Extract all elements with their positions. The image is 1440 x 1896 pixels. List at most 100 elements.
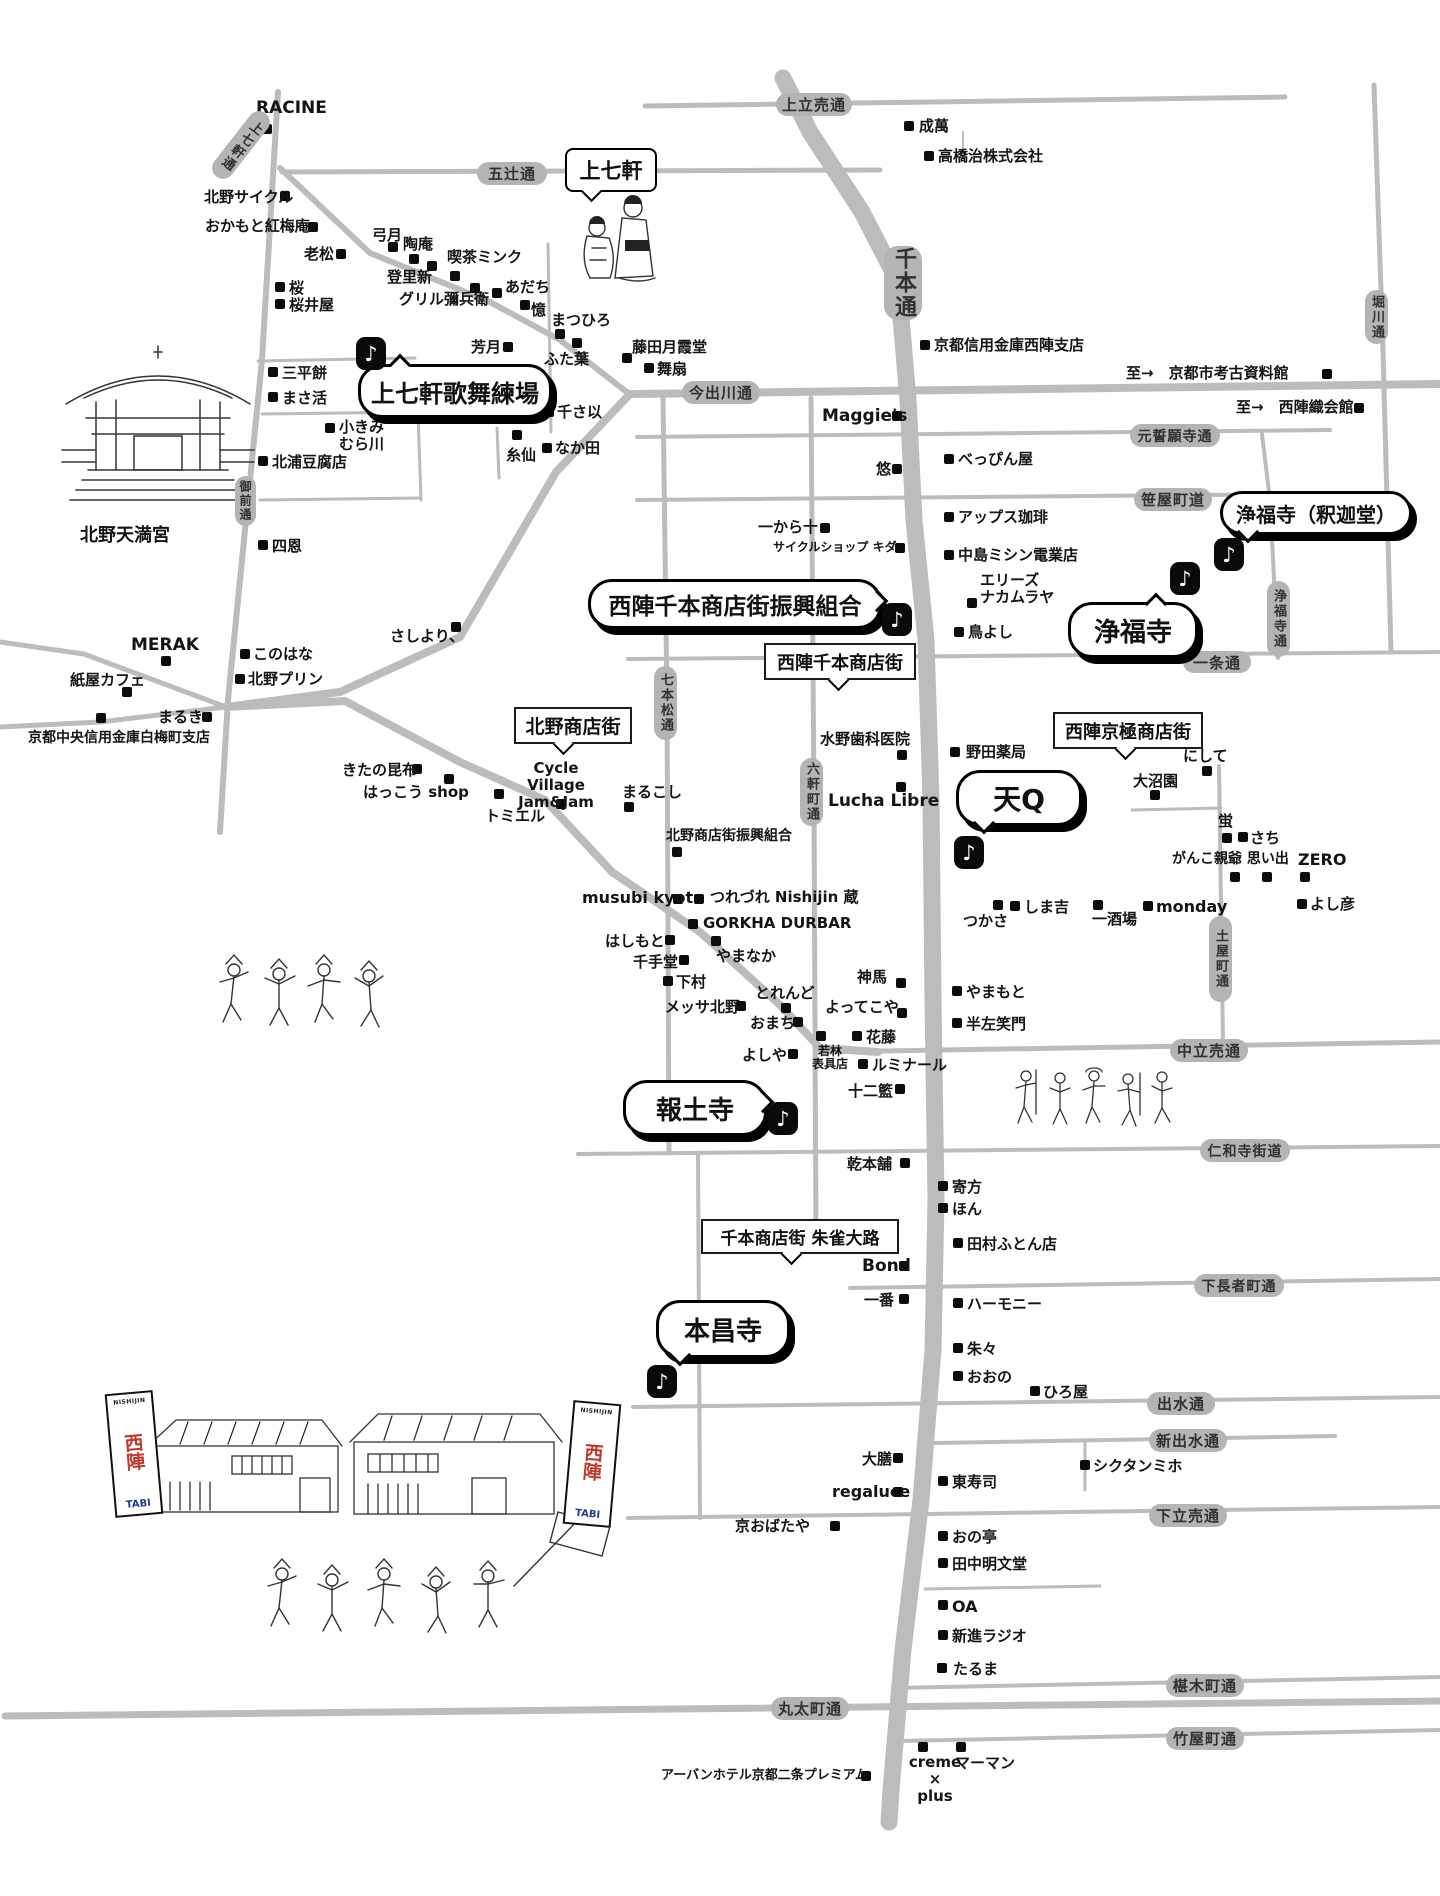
shop-dot xyxy=(624,802,634,812)
shop-dot xyxy=(1030,1386,1040,1396)
shop-label: 花藤 xyxy=(866,1028,897,1046)
shop-label-line: むら川 xyxy=(339,434,385,453)
road-line xyxy=(256,356,417,363)
shop-dot xyxy=(993,900,1003,910)
road-line xyxy=(258,496,422,502)
festival-dancers-illustration xyxy=(219,953,384,1028)
shop-dot xyxy=(952,986,962,996)
banner-text-bottom: TABI xyxy=(574,1507,601,1521)
shop-label: Maggie's xyxy=(822,406,908,426)
shop-dot xyxy=(275,282,285,292)
shop-dot xyxy=(96,713,106,723)
shop-label: ルミナール xyxy=(872,1056,948,1074)
shop-dot xyxy=(444,774,454,784)
landmark-bubble: 上七軒 xyxy=(565,148,657,192)
landmark-bubble: 西陣千本商店街振興組合 xyxy=(588,579,882,629)
shop-label: おの亭 xyxy=(952,1528,998,1546)
street-pill: 上七軒通 xyxy=(207,106,275,184)
shop-label: 舞扇 xyxy=(657,360,688,378)
shop-dot xyxy=(893,1487,903,1497)
shop-label: 田中明文堂 xyxy=(952,1555,1028,1573)
shop-label-line: 小きみ xyxy=(339,418,385,436)
shop-label: 京都中央信用金庫白梅町支店 xyxy=(28,730,210,746)
shop-dot xyxy=(944,512,954,522)
shop-dot xyxy=(520,300,530,310)
landmark-bubble: 上七軒歌舞練場 xyxy=(358,364,552,418)
shop-dot xyxy=(830,1521,840,1531)
geisha-illustration xyxy=(583,195,656,282)
shop-label: 桜井屋 xyxy=(289,296,335,314)
shop-dot xyxy=(672,847,682,857)
shop-label-line: plus xyxy=(917,1786,953,1805)
road-line xyxy=(1371,82,1394,655)
shop-label: RACINE xyxy=(256,98,327,118)
shop-label: 老松 xyxy=(304,245,335,263)
shop-label: 至→ 京都市考古資料館 xyxy=(1126,364,1289,382)
street-pill: 浄福寺通 xyxy=(1267,581,1290,657)
shop-dot xyxy=(820,523,830,533)
landmark-bubble: 報土寺 xyxy=(623,1080,767,1136)
shop-dot xyxy=(665,935,675,945)
shop-dot xyxy=(544,407,554,417)
street-pill: 丸太町通 xyxy=(771,1697,849,1720)
road-line xyxy=(222,696,882,1056)
street-pill: 椹木町通 xyxy=(1166,1674,1244,1697)
shrine-gate-illustration xyxy=(61,345,255,501)
shop-dot xyxy=(202,712,212,722)
shop-dot xyxy=(688,919,698,929)
street-pill: 土屋町通 xyxy=(1209,916,1232,1002)
shop-dot xyxy=(275,299,285,309)
street-pill: 千本通 xyxy=(884,246,922,320)
road-line xyxy=(0,639,229,710)
shop-dot xyxy=(920,340,930,350)
shopping-street-box: 千本商店街 朱雀大路 xyxy=(701,1219,899,1254)
shop-dot xyxy=(953,1343,963,1353)
shop-label: はしもと xyxy=(605,932,665,950)
shop-label: さち xyxy=(1250,829,1281,847)
shop-label: とれんど xyxy=(755,984,815,1002)
shop-label: 一酒場 xyxy=(1092,910,1138,928)
shop-dot xyxy=(1093,900,1103,910)
street-pill: 御前通 xyxy=(235,476,256,526)
street-pill: 仁和寺街道 xyxy=(1200,1139,1290,1162)
shop-dot xyxy=(918,1742,928,1752)
shop-label: creme×plus xyxy=(906,1754,964,1804)
shop-label: さしより、 xyxy=(390,627,465,645)
shop-label: Bond xyxy=(862,1256,911,1276)
shop-label: 高橋治株式会社 xyxy=(938,147,1044,165)
street-pill: 新出水通 xyxy=(1149,1429,1227,1452)
street-pill: 出水通 xyxy=(1147,1392,1215,1415)
music-note-icon: ♪ xyxy=(1170,562,1200,595)
street-pill: 一条通 xyxy=(1183,651,1251,673)
road-line xyxy=(815,1039,1440,1055)
shop-dot xyxy=(736,1001,746,1011)
shop-dot xyxy=(494,789,504,799)
street-pill: 中立売通 xyxy=(1170,1039,1248,1062)
shop-dot xyxy=(858,1059,868,1069)
shop-dot xyxy=(938,1203,948,1213)
shop-label: 藤田月霞堂 xyxy=(632,338,708,356)
shop-label: 成萬 xyxy=(919,117,950,135)
landmark-bubble: 浄福寺 xyxy=(1068,602,1198,658)
shop-dot xyxy=(235,674,245,684)
shop-dot xyxy=(892,411,902,421)
shop-dot xyxy=(679,955,689,965)
shop-label: エリーズナカムラヤ xyxy=(980,572,1054,606)
shop-dot xyxy=(895,1084,905,1094)
street-pill: 今出川通 xyxy=(682,381,760,404)
shop-dot xyxy=(673,894,683,904)
shop-dot xyxy=(1354,403,1364,413)
shop-dot xyxy=(556,799,566,809)
shop-label: はっこう shop xyxy=(363,783,469,801)
shop-dot xyxy=(644,363,654,373)
road-line xyxy=(626,650,1440,661)
street-pill: 笹屋町道 xyxy=(1134,488,1212,511)
pilgrims-illustration xyxy=(1015,1067,1173,1127)
shop-dot xyxy=(470,283,480,293)
shop-label: よしや xyxy=(742,1046,787,1064)
street-pill: 上立売通 xyxy=(776,93,852,116)
shop-dot xyxy=(1238,832,1248,842)
shop-label: まさ活 xyxy=(282,389,328,407)
banner-text-bottom: TABI xyxy=(125,1497,152,1511)
